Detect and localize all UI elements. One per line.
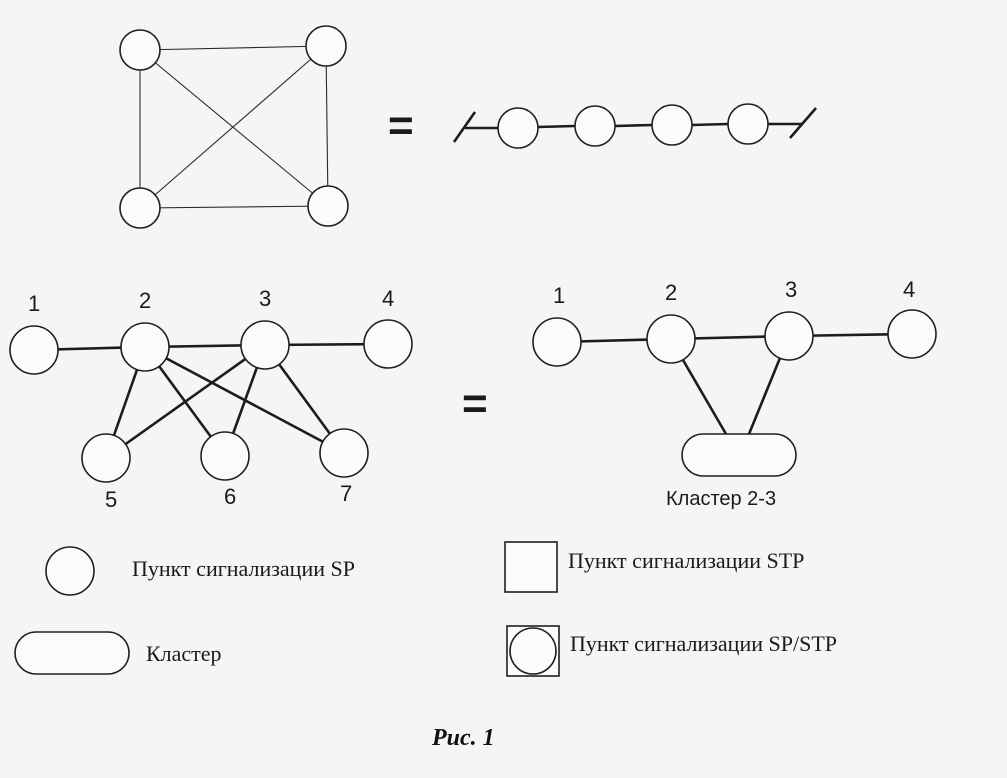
node-label-2: 2 [139,288,151,313]
mesh-link [139,205,329,209]
mesh-link [139,49,329,207]
sp-node-2 [120,322,170,372]
link-2-cluster [681,359,728,435]
sp-node-4 [887,309,937,359]
mesh-link [139,45,327,209]
legend-sp-stp-label: Пункт сигнализации SP/STP [570,631,837,656]
sp-node-3 [764,311,814,361]
sp-node-5 [81,433,131,483]
node-label-2: 2 [665,280,677,305]
chain-diagram [452,103,817,149]
legend-sp-label: Пункт сигнализации SP [132,556,355,581]
node-label-1: 1 [553,283,565,308]
sp-node [307,185,349,227]
legend-cluster-label: Кластер [146,641,222,666]
legend-cluster-symbol [14,631,130,675]
node-label-4: 4 [382,286,394,311]
node-label-5: 5 [105,487,117,512]
legend-sp-symbol [45,546,95,596]
node-label-4: 4 [903,277,915,302]
link-3-5 [105,343,266,460]
legend-stp-label: Пункт сигнализации STP [568,548,804,573]
chain-link [691,122,729,127]
sp-node-6 [200,431,250,481]
mesh-link [325,45,329,207]
network-7-nodes: 1 2 3 4 5 6 7 [9,286,413,512]
sp-node [305,25,347,67]
sp-node-7 [319,428,369,478]
sp-node [497,107,539,149]
full-mesh-diagram [119,25,349,229]
sp-node-1 [9,325,59,375]
break-mark-right [789,107,817,139]
node-label-3: 3 [785,277,797,302]
mesh-link [139,45,327,51]
network-with-cluster: 1 2 3 4 Кластер 2-3 [532,277,937,510]
cluster-label: Кластер 2-3 [666,488,776,510]
sp-node [574,105,616,147]
node-label-7: 7 [340,481,352,506]
node-label-1: 1 [28,291,40,316]
chain-link [614,123,653,128]
sp-node-4 [363,319,413,369]
sp-node-3 [240,320,290,370]
cluster-shape [681,433,797,477]
sp-node [119,187,161,229]
sp-node [119,29,161,71]
link-3-cluster [747,357,782,435]
equals-sign-top: = [388,101,414,150]
sp-node [651,104,693,146]
break-mark-left [452,111,477,143]
legend-stp-symbol [504,541,558,593]
sp-node [727,103,769,145]
sp-node-2 [646,314,696,364]
legend-sp-stp-circle [509,627,557,675]
equals-sign-bottom: = [462,379,488,428]
node-label-6: 6 [224,484,236,509]
chain-link [537,124,576,129]
legend: Пункт сигнализации SP Пункт сигнализации… [14,541,837,677]
sp-node-1 [532,317,582,367]
figure-caption: Рис. 1 [431,725,495,751]
node-label-3: 3 [259,286,271,311]
